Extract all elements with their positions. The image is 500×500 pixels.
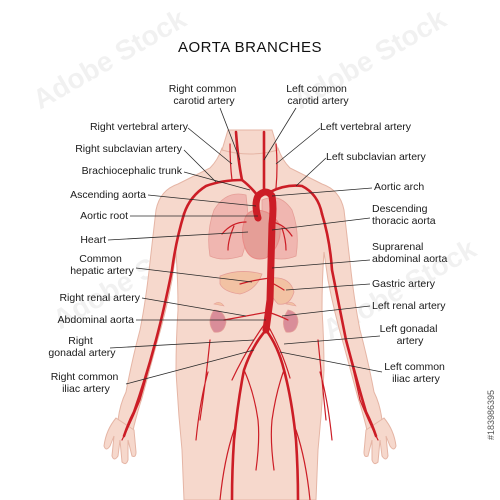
label-gastric: Gastric artery (372, 278, 436, 290)
label-ascending-aorta: Ascending aorta (70, 189, 146, 201)
leader-heart (107, 231, 249, 241)
leader-right-renal (141, 297, 247, 317)
leader-left-common-carotid (263, 107, 297, 161)
label-right-gonadal: Right gonadal artery (48, 335, 116, 359)
diagram-title: AORTA BRANCHES (178, 39, 322, 56)
leader-gastric (285, 283, 371, 291)
label-left-common-iliac: Left common iliac artery (384, 361, 448, 385)
leader-aortic-arch (271, 187, 373, 197)
leader-lines (107, 107, 383, 385)
leader-common-hepatic (135, 267, 253, 283)
right-kidney-shape (209, 309, 227, 333)
gastric-path (269, 281, 285, 291)
label-right-renal: Right renal artery (59, 292, 140, 304)
leader-left-vertebral (275, 127, 321, 165)
adrenal-left (285, 302, 297, 307)
right-leg-branch (219, 429, 235, 500)
label-right-common-carotid: Right common carotid artery (169, 83, 240, 107)
label-left-gonadal: Left gonadal artery (380, 323, 441, 347)
right-common-carotid-path (234, 130, 244, 182)
right-gonadal-path (231, 321, 267, 381)
leader-brachiocephalic (183, 171, 251, 191)
right-lung-artery (221, 221, 247, 251)
label-right-common-iliac: Right common iliac artery (51, 371, 122, 395)
label-suprarenal: Suprarenal abdominal aorta (372, 241, 447, 265)
label-right-vertebral: Right vertebral artery (90, 121, 189, 133)
arteries (121, 130, 379, 500)
label-descending-thoracic: Descending thoracic aorta (372, 203, 436, 227)
stock-id: #183986395 (486, 390, 496, 440)
leader-left-common-iliac (279, 351, 383, 373)
left-hand (103, 417, 137, 465)
label-right-subclavian: Right subclavian artery (75, 143, 183, 155)
left-renal-path (267, 311, 289, 321)
label-left-renal: Left renal artery (372, 300, 446, 312)
leader-descending-thoracic (271, 217, 371, 231)
watermark-1: Adobe Stock (28, 3, 192, 116)
brachiocephalic-path (240, 178, 260, 198)
left-lung-artery (271, 221, 293, 251)
common-hepatic-path (239, 277, 271, 285)
label-heart: Heart (80, 234, 106, 246)
aorta-main (252, 188, 277, 334)
leader-left-subclavian (295, 157, 327, 187)
left-forearm-branch (345, 339, 379, 441)
label-aortic-root: Aortic root (80, 210, 128, 222)
adrenal-right (213, 302, 225, 307)
leader-right-common-iliac (125, 349, 255, 385)
left-subclavian-path (268, 184, 324, 216)
abdominal-small-branches (195, 339, 333, 441)
label-aortic-arch: Aortic arch (374, 181, 424, 193)
label-common-hepatic: Common hepatic artery (70, 253, 134, 277)
right-internal-iliac (243, 369, 260, 471)
leader-right-vertebral (187, 127, 233, 165)
right-common-iliac-path (230, 328, 268, 500)
left-internal-iliac (270, 369, 285, 471)
label-abdominal-aorta: Abdominal aorta (58, 314, 135, 326)
label-left-subclavian: Left subclavian artery (326, 151, 427, 163)
right-subclavian-path (182, 178, 244, 216)
labels: Right common carotid artery Left common … (48, 83, 447, 395)
leader-right-gonadal (109, 339, 255, 349)
leader-right-subclavian (183, 149, 217, 183)
label-brachiocephalic: Brachiocephalic trunk (82, 165, 183, 177)
leader-right-common-carotid (219, 107, 241, 161)
left-leg-branch (295, 429, 311, 500)
right-forearm-branch (121, 339, 157, 441)
leader-left-gonadal (283, 335, 381, 345)
right-hand (363, 417, 397, 465)
label-left-vertebral: Left vertebral artery (320, 121, 412, 133)
left-common-iliac-path (264, 328, 300, 500)
left-vertebral-path (275, 143, 278, 189)
liver-shape (219, 271, 263, 295)
leader-suprarenal (271, 259, 371, 269)
left-gonadal-path (265, 321, 291, 379)
label-left-common-carotid: Left common carotid artery (286, 83, 350, 107)
leader-ascending-aorta (147, 194, 257, 207)
leader-left-renal (281, 305, 371, 317)
